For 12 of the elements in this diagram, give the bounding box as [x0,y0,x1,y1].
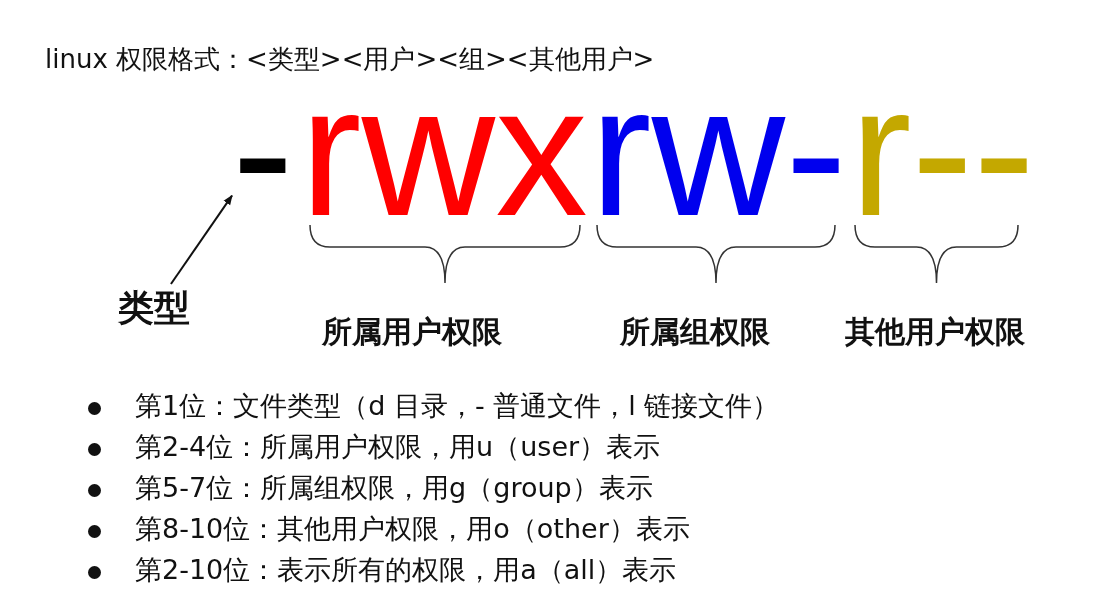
title-text: linux 权限格式：<类型><用户><组><其他用户> [45,43,655,76]
brace-caption: 所属组权限 [620,313,770,351]
bullet-text: 第1位：文件类型（d 目录，- 普通文件，l 链接文件） [135,389,780,423]
bullet-text: 第2-4位：所属用户权限，用u（user）表示 [135,430,661,464]
brace-caption: 所属用户权限 [322,313,502,351]
callout-label: 类型 [118,284,190,333]
bullet-text: 第2-10位：表示所有的权限，用a（all）表示 [135,553,677,587]
permission-type-char: - [232,91,294,212]
brace-caption: 其他用户权限 [845,313,1025,351]
bullet-text: 第8-10位：其他用户权限，用o（other）表示 [135,512,690,546]
bullet-text: 第5-7位：所属组权限，用g（group）表示 [135,471,653,505]
leader-arrow [169,194,233,285]
